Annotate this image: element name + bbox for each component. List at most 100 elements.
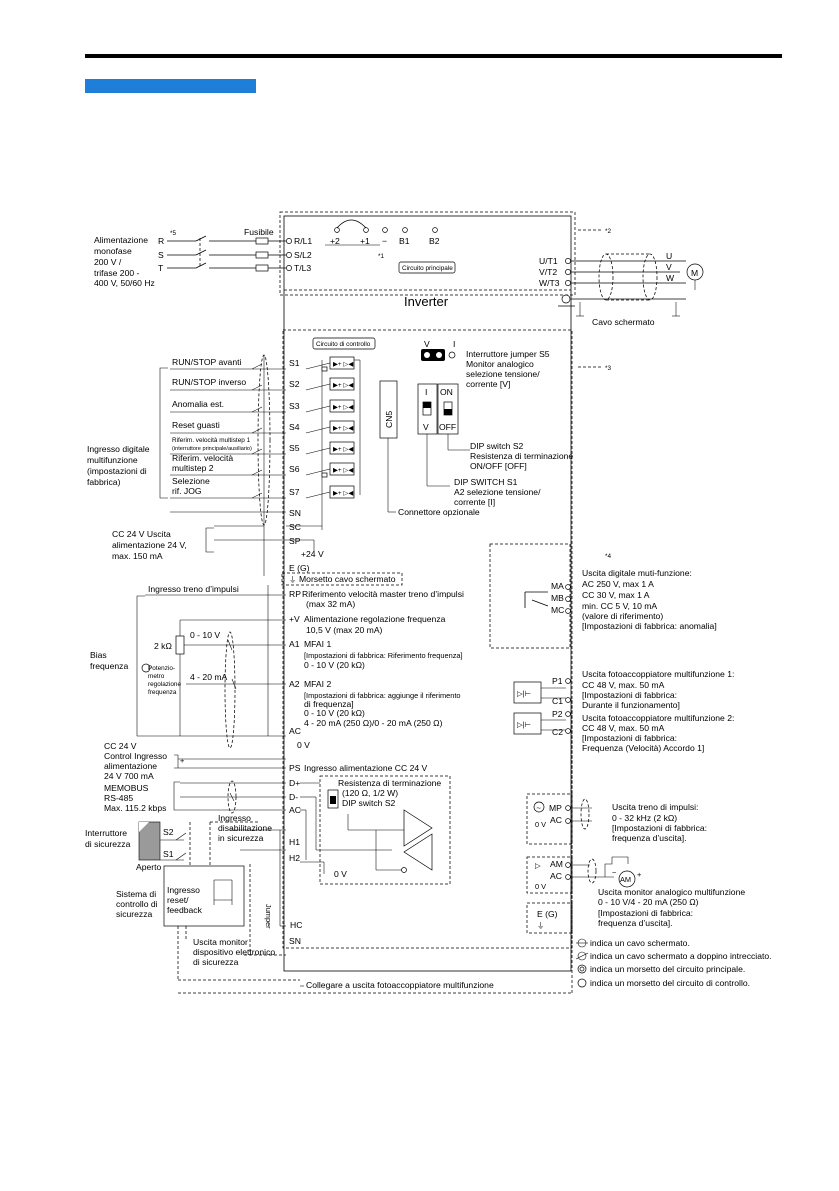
relay-output: MA MB MC Uscita digitale muti-funzione: …: [524, 568, 717, 631]
svg-text:0 V: 0 V: [297, 740, 310, 750]
phase-r-label: R: [158, 236, 164, 246]
svg-text:+2: +2: [330, 236, 340, 246]
svg-text:Bias: Bias: [90, 650, 107, 660]
digital-input-group-label: Ingresso digitale multifunzione (imposta…: [87, 444, 150, 487]
phase-s-label: S: [158, 250, 164, 260]
svg-text:multifunzione: multifunzione: [87, 455, 138, 465]
svg-text:V: V: [424, 339, 430, 349]
svg-text:ON: ON: [440, 387, 453, 397]
svg-text:0 - 10 V (20 kΩ): 0 - 10 V (20 kΩ): [304, 708, 365, 718]
svg-text:indica un cavo schermato a dop: indica un cavo schermato a doppino intre…: [590, 951, 772, 961]
dip-switch-s1: I V DIP SWITCH S1 A2 selezione tensione/…: [417, 383, 541, 507]
range-voltage: 0 - 10 V: [190, 630, 220, 640]
svg-text:sicurezza: sicurezza: [116, 909, 153, 919]
svg-text:DIP switch S2: DIP switch S2: [470, 441, 524, 451]
svg-text:SP: SP: [289, 536, 301, 546]
dip-switch-s2: ON OFF DIP switch S2 Resistenza di termi…: [437, 383, 573, 471]
svg-text:Ingresso: Ingresso: [218, 813, 251, 823]
svg-text:S4: S4: [289, 422, 300, 432]
control-circuit-label-box: [312, 337, 376, 350]
svg-text:H1: H1: [289, 837, 300, 847]
svg-text:OFF: OFF: [439, 422, 456, 432]
svg-text:Uscita digitale muti-funzione:: Uscita digitale muti-funzione:: [582, 568, 692, 578]
output-terminals: U/T1 V/T2 W/T3: [539, 256, 686, 307]
svg-text:MFAI 2: MFAI 2: [304, 679, 331, 689]
ps-terminal: PS: [289, 763, 301, 773]
bias-bracket: [136, 595, 145, 737]
svg-text:metro: metro: [148, 673, 165, 680]
svg-text:multistep 2: multistep 2: [172, 463, 214, 473]
svg-text:reset/: reset/: [167, 895, 189, 905]
svg-text:▶+ ▷◀: ▶+ ▷◀: [333, 361, 353, 368]
svg-text:frequenza: frequenza: [90, 661, 128, 671]
relay-output-area: [489, 543, 571, 649]
svg-text:P1: P1: [552, 676, 563, 686]
svg-text:Interruttore jumper S5: Interruttore jumper S5: [466, 349, 550, 359]
svg-text:T/L3: T/L3: [294, 263, 311, 273]
termination-area: [319, 775, 451, 885]
svg-text:DIP switch S2: DIP switch S2: [342, 798, 396, 808]
svg-text:frequenza d’uscita].: frequenza d’uscita].: [598, 918, 673, 928]
svg-text:10,5 V (max 20 mA): 10,5 V (max 20 mA): [306, 625, 383, 635]
svg-text:fabbrica): fabbrica): [87, 477, 121, 487]
svg-text:Monitor analogico: Monitor analogico: [466, 359, 534, 369]
svg-text:alimentazione 24 V,: alimentazione 24 V,: [112, 540, 187, 550]
svg-text:S6: S6: [289, 464, 300, 474]
svg-text:CN5: CN5: [384, 411, 394, 428]
svg-text:(impostazioni di: (impostazioni di: [87, 466, 147, 476]
svg-text:[Impostazioni di fabbrica:: [Impostazioni di fabbrica:: [598, 908, 693, 918]
svg-text:MP: MP: [549, 803, 562, 813]
svg-text:Riferimento velocità master tr: Riferimento velocità master treno d’impu…: [302, 589, 464, 599]
svg-text:Riferim. velocità multistep 1: Riferim. velocità multistep 1: [172, 437, 251, 444]
svg-text:feedback: feedback: [167, 905, 203, 915]
svg-text:DIP SWITCH S1: DIP SWITCH S1: [454, 477, 518, 487]
ps-input-label: CC 24 V Control Ingresso alimentazione 2…: [104, 741, 167, 781]
jumper-s5: V I Interruttore jumper S5 Monitor analo…: [421, 339, 550, 389]
svg-text:Uscita monitor analogico multi: Uscita monitor analogico multifunzione: [598, 887, 745, 897]
svg-text:Uscita treno di impulsi:: Uscita treno di impulsi:: [612, 802, 698, 812]
svg-text:A2: A2: [289, 679, 300, 689]
page-top-rule: [85, 54, 782, 58]
svg-text:corrente [I]: corrente [I]: [454, 497, 495, 507]
svg-text:MB: MB: [551, 593, 564, 603]
svg-text:Resistenza di terminazione: Resistenza di terminazione: [338, 778, 441, 788]
shield-cable-ellipses: [576, 253, 680, 317]
svg-text:CC 24 V: CC 24 V: [104, 741, 137, 751]
svg-text:SC: SC: [289, 522, 301, 532]
svg-text:CC 48 V, max. 50 mA: CC 48 V, max. 50 mA: [582, 680, 665, 690]
svg-text:V: V: [423, 422, 429, 432]
shielded-cable-label: Cavo schermato: [592, 317, 655, 327]
svg-text:Uscita monitor: Uscita monitor: [193, 937, 248, 947]
shield-terminal-label: Morsetto cavo schermato: [299, 574, 396, 584]
pot-resistor: [175, 635, 185, 655]
svg-text:Max. 115.2 kbps: Max. 115.2 kbps: [104, 803, 166, 813]
svg-text:0 - 10 V/4 - 20 mA (250 Ω): 0 - 10 V/4 - 20 mA (250 Ω): [598, 897, 699, 907]
svg-text:min. CC 5 V, 10 mA: min. CC 5 V, 10 mA: [582, 601, 657, 611]
svg-text:0 - 32 kHz (2 kΩ): 0 - 32 kHz (2 kΩ): [612, 813, 677, 823]
svg-text:trifase 200 -: trifase 200 -: [94, 268, 140, 278]
svg-text:[Impostazioni di fabbrica: agg: [Impostazioni di fabbrica: aggiunge il r…: [304, 691, 461, 700]
svg-text:AM: AM: [550, 859, 563, 869]
svg-text:+1: +1: [360, 236, 370, 246]
svg-text:Ingresso: Ingresso: [167, 885, 200, 895]
svg-text:in sicurezza: in sicurezza: [218, 833, 264, 843]
svg-text:CC 24 V Uscita: CC 24 V Uscita: [112, 529, 171, 539]
svg-text:200 V /: 200 V /: [94, 257, 122, 267]
input-terminals: R/L1 S/L2 T/L3: [286, 236, 312, 273]
pot-label: Potenzio- metro regolazione frequenza: [148, 665, 181, 696]
digital-input-terminals: S1 S2 S3 S4 S5 S6 S7 SN SC SP +24 V: [289, 358, 324, 559]
connect-note: Collegare a uscita fotoaccoppiatore mult…: [306, 980, 494, 990]
dc24-bracket: [205, 527, 214, 553]
svg-text:B1: B1: [399, 236, 410, 246]
control-circuit-label: Circuito di controllo: [316, 341, 371, 348]
svg-text:+24 V: +24 V: [301, 549, 324, 559]
safety-s2-label: S2: [163, 827, 174, 837]
inverter-title: Inverter: [404, 294, 449, 309]
dc24-supply-label: CC 24 V Uscita alimentazione 24 V, max. …: [112, 529, 187, 561]
svg-text:AM: AM: [620, 875, 631, 884]
svg-text:(interruttore principale/ausil: (interruttore principale/ausiliario): [172, 446, 252, 452]
svg-text:I: I: [425, 387, 427, 397]
svg-text:RUN/STOP inverso: RUN/STOP inverso: [172, 377, 246, 387]
svg-text:MC: MC: [551, 605, 564, 615]
legend: indica un cavo schermato. indica un cavo…: [575, 938, 772, 988]
